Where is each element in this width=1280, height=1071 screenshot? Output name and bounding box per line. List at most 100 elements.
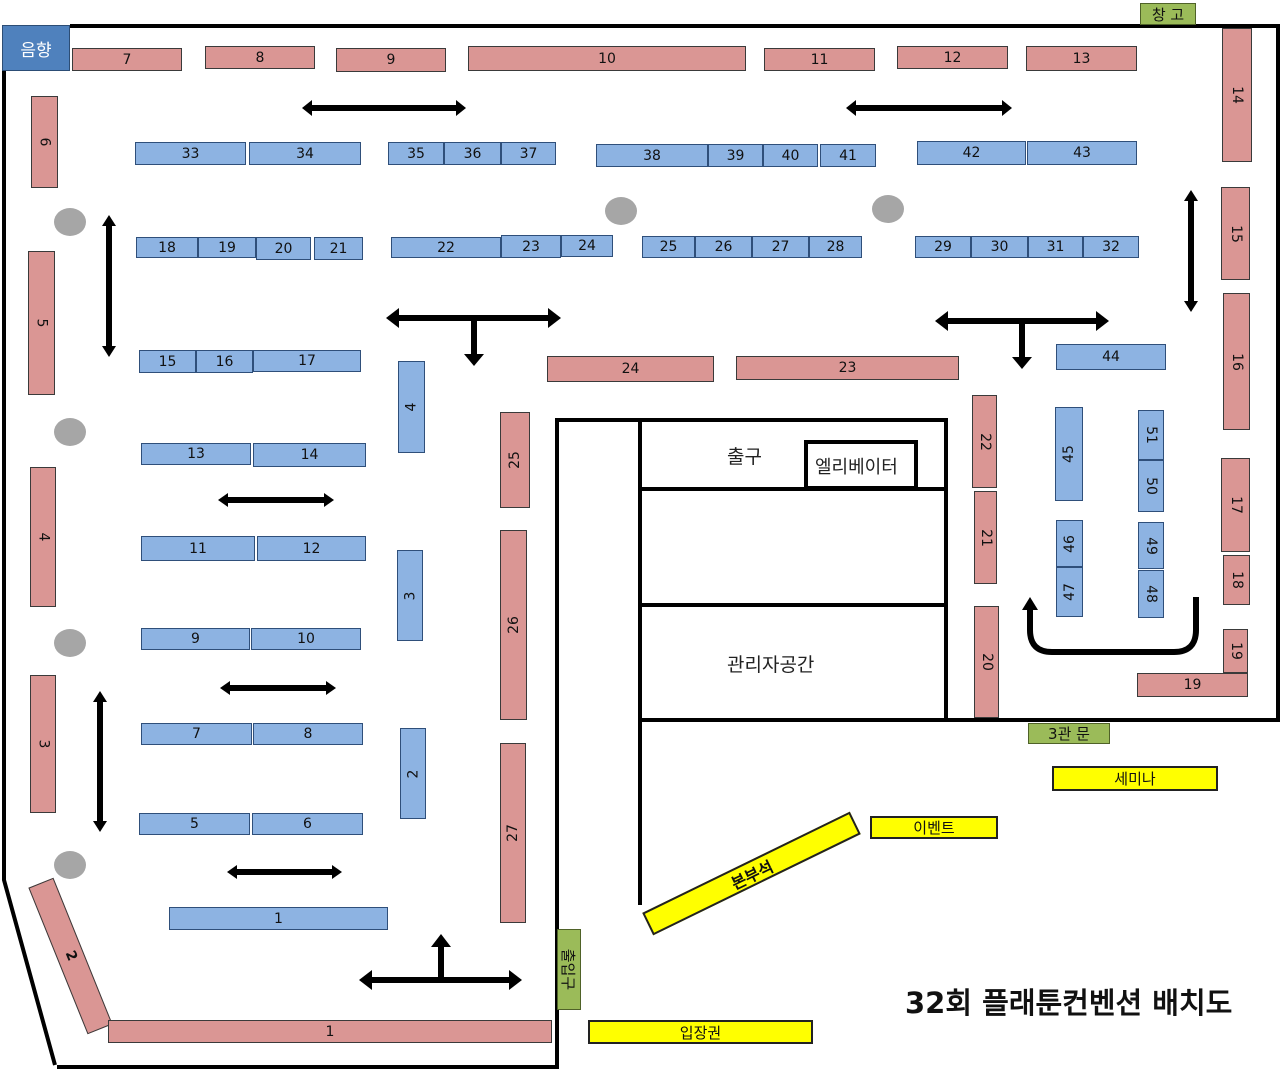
pink-booth[interactable]: 12 [897,46,1008,69]
booth-number: 18 [1228,571,1245,589]
pink-booth[interactable]: 7 [72,48,182,71]
pink-booth[interactable]: 17 [1221,458,1250,552]
blue-booth[interactable]: 2 [400,728,426,819]
blue-booth[interactable]: 30 [971,236,1028,258]
blue-booth[interactable]: 28 [809,236,862,258]
blue-booth[interactable]: 48 [1138,570,1164,618]
blue-booth[interactable]: 45 [1055,407,1083,501]
blue-booth[interactable]: 44 [1056,344,1166,370]
pink-booth[interactable]: 19 [1137,673,1248,697]
blue-booth[interactable]: 23 [501,235,561,258]
booth-number: 46 [1061,534,1078,553]
pink-booth[interactable]: 14 [1222,28,1252,162]
sound-booth: 음향 [2,25,70,71]
booth-number: 19 [218,239,236,256]
pink-booth[interactable]: 9 [336,48,446,72]
blue-booth[interactable]: 46 [1056,520,1083,567]
blue-booth[interactable]: 33 [135,142,246,165]
booth-number: 24 [621,361,640,377]
blue-booth[interactable]: 19 [198,237,256,258]
pink-booth[interactable]: 18 [1223,555,1250,605]
blue-booth[interactable]: 20 [256,237,311,260]
blue-booth[interactable]: 32 [1083,236,1139,258]
pink-booth[interactable]: 11 [764,48,875,71]
blue-booth[interactable]: 39 [708,144,763,167]
blue-booth[interactable]: 4 [398,361,425,453]
blue-booth[interactable]: 27 [752,236,809,258]
blue-booth[interactable]: 11 [141,536,255,561]
blue-booth[interactable]: 51 [1138,410,1164,460]
pink-booth[interactable]: 21 [974,491,997,584]
booth-number: 17 [298,353,316,369]
blue-booth[interactable]: 29 [915,236,971,258]
blue-booth[interactable]: 14 [253,443,366,467]
blue-booth[interactable]: 21 [314,237,363,260]
blue-booth[interactable]: 18 [136,237,198,258]
blue-booth[interactable]: 25 [642,236,695,258]
pink-booth[interactable]: 10 [468,46,746,71]
blue-booth[interactable]: 9 [141,628,250,650]
blue-booth[interactable]: 7 [141,723,252,745]
pink-booth[interactable]: 27 [500,743,526,923]
blue-booth[interactable]: 40 [763,144,818,167]
booth-number: 17 [1227,496,1244,514]
booth-number: 11 [189,540,207,557]
blue-booth[interactable]: 37 [501,142,556,165]
blue-booth[interactable]: 3 [397,550,423,641]
pink-booth[interactable]: 1 [108,1020,552,1043]
booth-number: 3 [401,591,418,600]
blue-booth[interactable]: 10 [251,628,361,650]
blue-booth[interactable]: 34 [249,142,361,165]
booth-number: 2 [404,769,421,778]
blue-booth[interactable]: 26 [695,236,752,258]
blue-booth[interactable]: 17 [253,350,361,372]
pink-booth[interactable]: 26 [500,530,527,720]
pink-booth[interactable]: 22 [972,395,997,488]
pink-booth[interactable]: 6 [31,96,58,188]
booth-number: 37 [519,145,538,162]
entrance-label: 출입구 [559,948,578,991]
booth-number: 40 [781,147,800,164]
blue-booth[interactable]: 24 [561,235,613,257]
blue-booth[interactable]: 36 [444,142,501,165]
pink-booth[interactable]: 16 [1223,293,1250,430]
exit-label: 출구 [727,446,762,468]
booth-number: 7 [122,51,132,68]
pink-booth[interactable]: 8 [205,46,315,69]
blue-booth[interactable]: 35 [388,142,444,165]
blue-booth[interactable]: 5 [139,813,250,835]
pink-booth[interactable]: 13 [1026,46,1137,71]
blue-booth[interactable]: 13 [141,443,251,465]
blue-booth[interactable]: 8 [253,723,363,745]
pink-booth[interactable]: 3 [30,675,56,813]
booth-number: 9 [191,631,200,647]
blue-booth[interactable]: 16 [196,350,253,373]
pink-booth[interactable]: 24 [547,356,714,382]
pink-booth[interactable]: 23 [736,356,959,380]
blue-booth[interactable]: 50 [1138,460,1164,512]
pink-booth[interactable]: 4 [30,467,56,607]
blue-booth[interactable]: 22 [391,237,501,258]
booth-number: 12 [943,49,962,66]
booth-number: 19 [1183,677,1202,693]
blue-booth[interactable]: 6 [252,813,363,835]
pink-booth[interactable]: 19 [1223,629,1248,673]
booth-number: 6 [36,137,53,147]
pink-booth[interactable]: 20 [974,606,999,718]
blue-booth[interactable]: 31 [1028,236,1083,258]
blue-booth[interactable]: 43 [1027,141,1137,165]
blue-booth[interactable]: 47 [1056,567,1083,617]
blue-booth[interactable]: 49 [1138,522,1164,569]
booth-number: 30 [990,239,1009,255]
blue-booth[interactable]: 41 [820,144,876,167]
pink-booth[interactable]: 15 [1221,187,1250,280]
blue-booth[interactable]: 38 [596,144,708,167]
pink-booth[interactable]: 5 [28,251,55,395]
blue-booth[interactable]: 1 [169,907,388,930]
blue-booth[interactable]: 12 [257,536,366,561]
blue-booth[interactable]: 42 [917,141,1026,165]
booth-number: 12 [302,540,321,557]
pink-booth[interactable]: 25 [500,412,530,508]
blue-booth[interactable]: 15 [139,350,196,373]
ticket-label: 입장권 [679,1023,722,1042]
